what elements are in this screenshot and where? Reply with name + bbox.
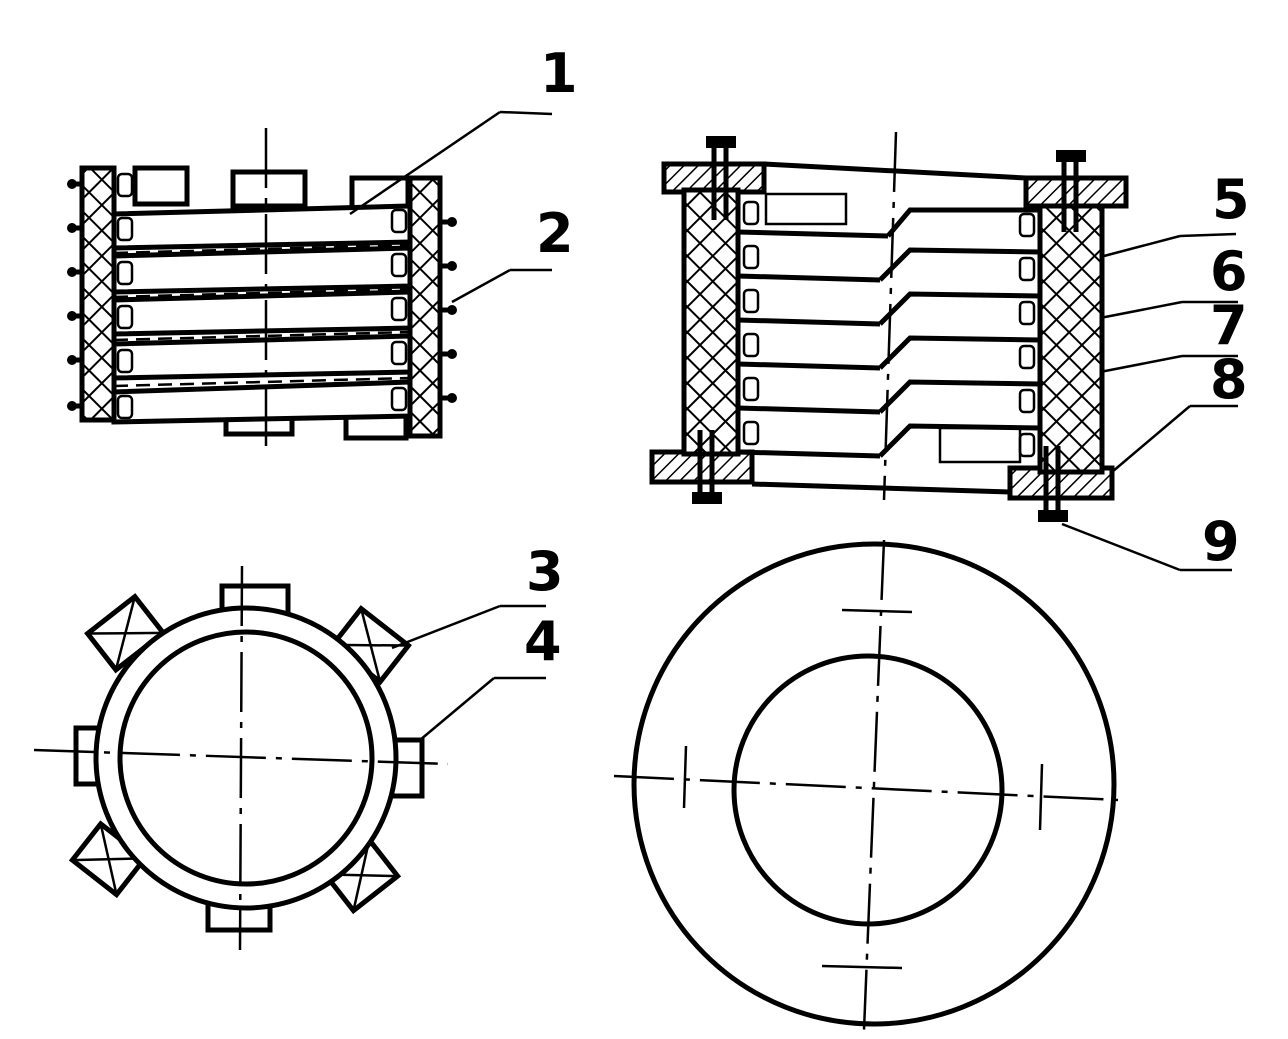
part-label-1: 1 xyxy=(540,42,578,105)
ring-band xyxy=(111,289,413,337)
insulation-column-right xyxy=(407,175,443,439)
bolts-left xyxy=(67,179,84,411)
ring-band xyxy=(111,379,413,425)
assembly-b-plan-view xyxy=(613,539,1119,1031)
part-label-5: 5 xyxy=(1212,168,1250,231)
inner-ring xyxy=(117,629,375,887)
insulation-column-right xyxy=(1037,203,1105,475)
centerline-vertical xyxy=(862,539,886,1031)
terminal-slots-left xyxy=(116,172,134,420)
top-lug xyxy=(230,169,308,209)
assembly-a-side-view xyxy=(67,128,457,446)
ring-stack xyxy=(737,192,1041,464)
outer-circle xyxy=(631,541,1117,1027)
insulation-column-left xyxy=(79,165,117,423)
part-label-8: 8 xyxy=(1210,348,1248,411)
part-labels: 1 2 3 4 5 6 7 8 9 xyxy=(524,42,1250,673)
bolts-right xyxy=(440,217,457,403)
bolt-block xyxy=(84,593,167,674)
ring-band xyxy=(111,333,413,381)
top-lug xyxy=(132,165,190,207)
inner-circle xyxy=(731,653,1005,927)
insulation-column-left xyxy=(681,187,741,457)
ring-stack xyxy=(111,203,413,425)
ring-band xyxy=(111,203,413,251)
centerline-vertical xyxy=(882,131,898,501)
part-label-6: 6 xyxy=(1210,240,1248,303)
terminal-slots-right xyxy=(390,208,408,412)
terminal-slots-left xyxy=(742,200,760,446)
ring-band xyxy=(111,245,413,295)
part-label-4: 4 xyxy=(524,610,562,673)
part-label-7: 7 xyxy=(1210,294,1248,357)
centerline-vertical xyxy=(238,565,244,951)
bolt-rods xyxy=(692,136,1086,522)
part-label-9: 9 xyxy=(1202,510,1240,573)
leader-lines xyxy=(349,110,1238,741)
terminal-slots-right xyxy=(1018,212,1036,458)
assembly-b-section-view xyxy=(649,131,1129,522)
part-label-3: 3 xyxy=(526,540,564,603)
assembly-a-plan-view xyxy=(33,565,449,951)
part-label-2: 2 xyxy=(536,202,574,265)
